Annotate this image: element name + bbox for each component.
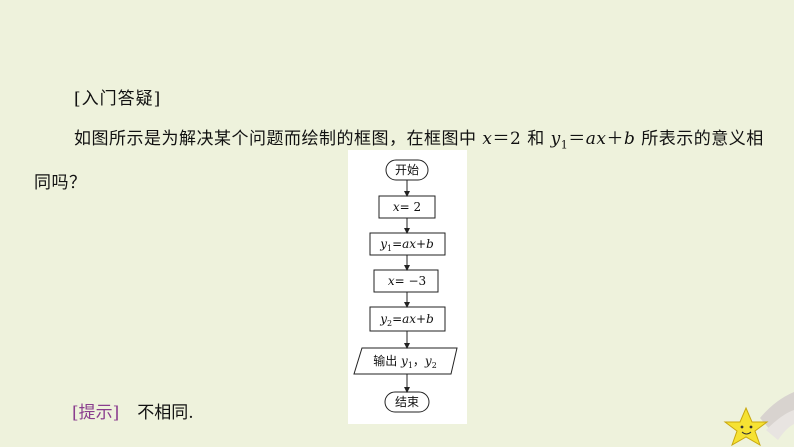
- question-y-var: y: [550, 129, 561, 149]
- question-eq1: ＝2 和: [492, 129, 551, 149]
- question-y-sub: 1: [560, 138, 569, 152]
- flow-output-parallelogram: [353, 347, 458, 375]
- star-eye-left: [740, 425, 744, 429]
- question-text: 如图所示是为解决某个问题而绘制的框图，在框图中 x＝2 和 y1＝ax＋b 所表…: [34, 120, 764, 202]
- star-trail-shape-2: [766, 410, 794, 440]
- flow-step4-sub: 2: [387, 319, 392, 328]
- flow-step2-text: y1=ax+b: [379, 237, 434, 253]
- star-body: [723, 406, 769, 447]
- flow-step4-y: y: [379, 312, 387, 326]
- flow-step-x-equals-minus3: [373, 269, 439, 293]
- flow-step3-text: x= −3: [388, 274, 426, 288]
- flow-step3-var: x: [388, 274, 395, 288]
- flow-output-label: 输出: [373, 353, 401, 368]
- question-part2: 所表示的意义相同吗？: [34, 129, 764, 194]
- flowchart-panel: 开始 x= 2 y1=ax+b x= −3 y2=ax+b 输出 y1，y2: [348, 150, 467, 424]
- flow-start-label: 开始: [395, 163, 419, 177]
- flow-step2-sub: 1: [387, 244, 392, 253]
- hint-text: 不相同.: [137, 403, 194, 423]
- question-eq2: ＝: [568, 129, 586, 149]
- flow-end-terminal: [384, 391, 430, 413]
- question-plus: ＋: [606, 129, 624, 149]
- question-ax: ax: [585, 129, 607, 149]
- question-x-var: x: [482, 129, 493, 149]
- flow-step2-expr: =ax+b: [392, 237, 434, 251]
- flow-end-label: 结束: [395, 395, 419, 409]
- flow-step3-val: = −3: [395, 274, 427, 288]
- flow-step4-expr: =ax+b: [392, 312, 434, 326]
- flow-output-sep: ，: [413, 354, 425, 368]
- hint-tag: [提示]: [72, 403, 120, 423]
- question-part1: 如图所示是为解决某个问题而绘制的框图，在框图中: [74, 129, 483, 149]
- hint-row: [提示] 不相同.: [72, 398, 194, 423]
- flow-output-y1-sub: 1: [408, 361, 413, 370]
- star-smile: [741, 431, 752, 435]
- flow-step4-text: y2=ax+b: [379, 312, 434, 328]
- flow-step2-y: y: [379, 237, 387, 251]
- section-title: [入门答疑]: [74, 89, 162, 109]
- question-b-var: b: [623, 129, 636, 149]
- star-eye-right: [749, 425, 753, 429]
- flowchart: 开始 x= 2 y1=ax+b x= −3 y2=ax+b 输出 y1，y2: [353, 159, 458, 413]
- flow-output-y2-sub: 2: [432, 361, 437, 370]
- flow-output-y2: y: [424, 354, 432, 368]
- flow-output-text: 输出 y1，y2: [373, 353, 437, 370]
- flow-output-y1: y: [400, 354, 408, 368]
- flow-step1-var: x: [393, 200, 400, 214]
- flow-step1-val: = 2: [400, 200, 422, 214]
- flow-step1-text: x= 2: [393, 200, 421, 214]
